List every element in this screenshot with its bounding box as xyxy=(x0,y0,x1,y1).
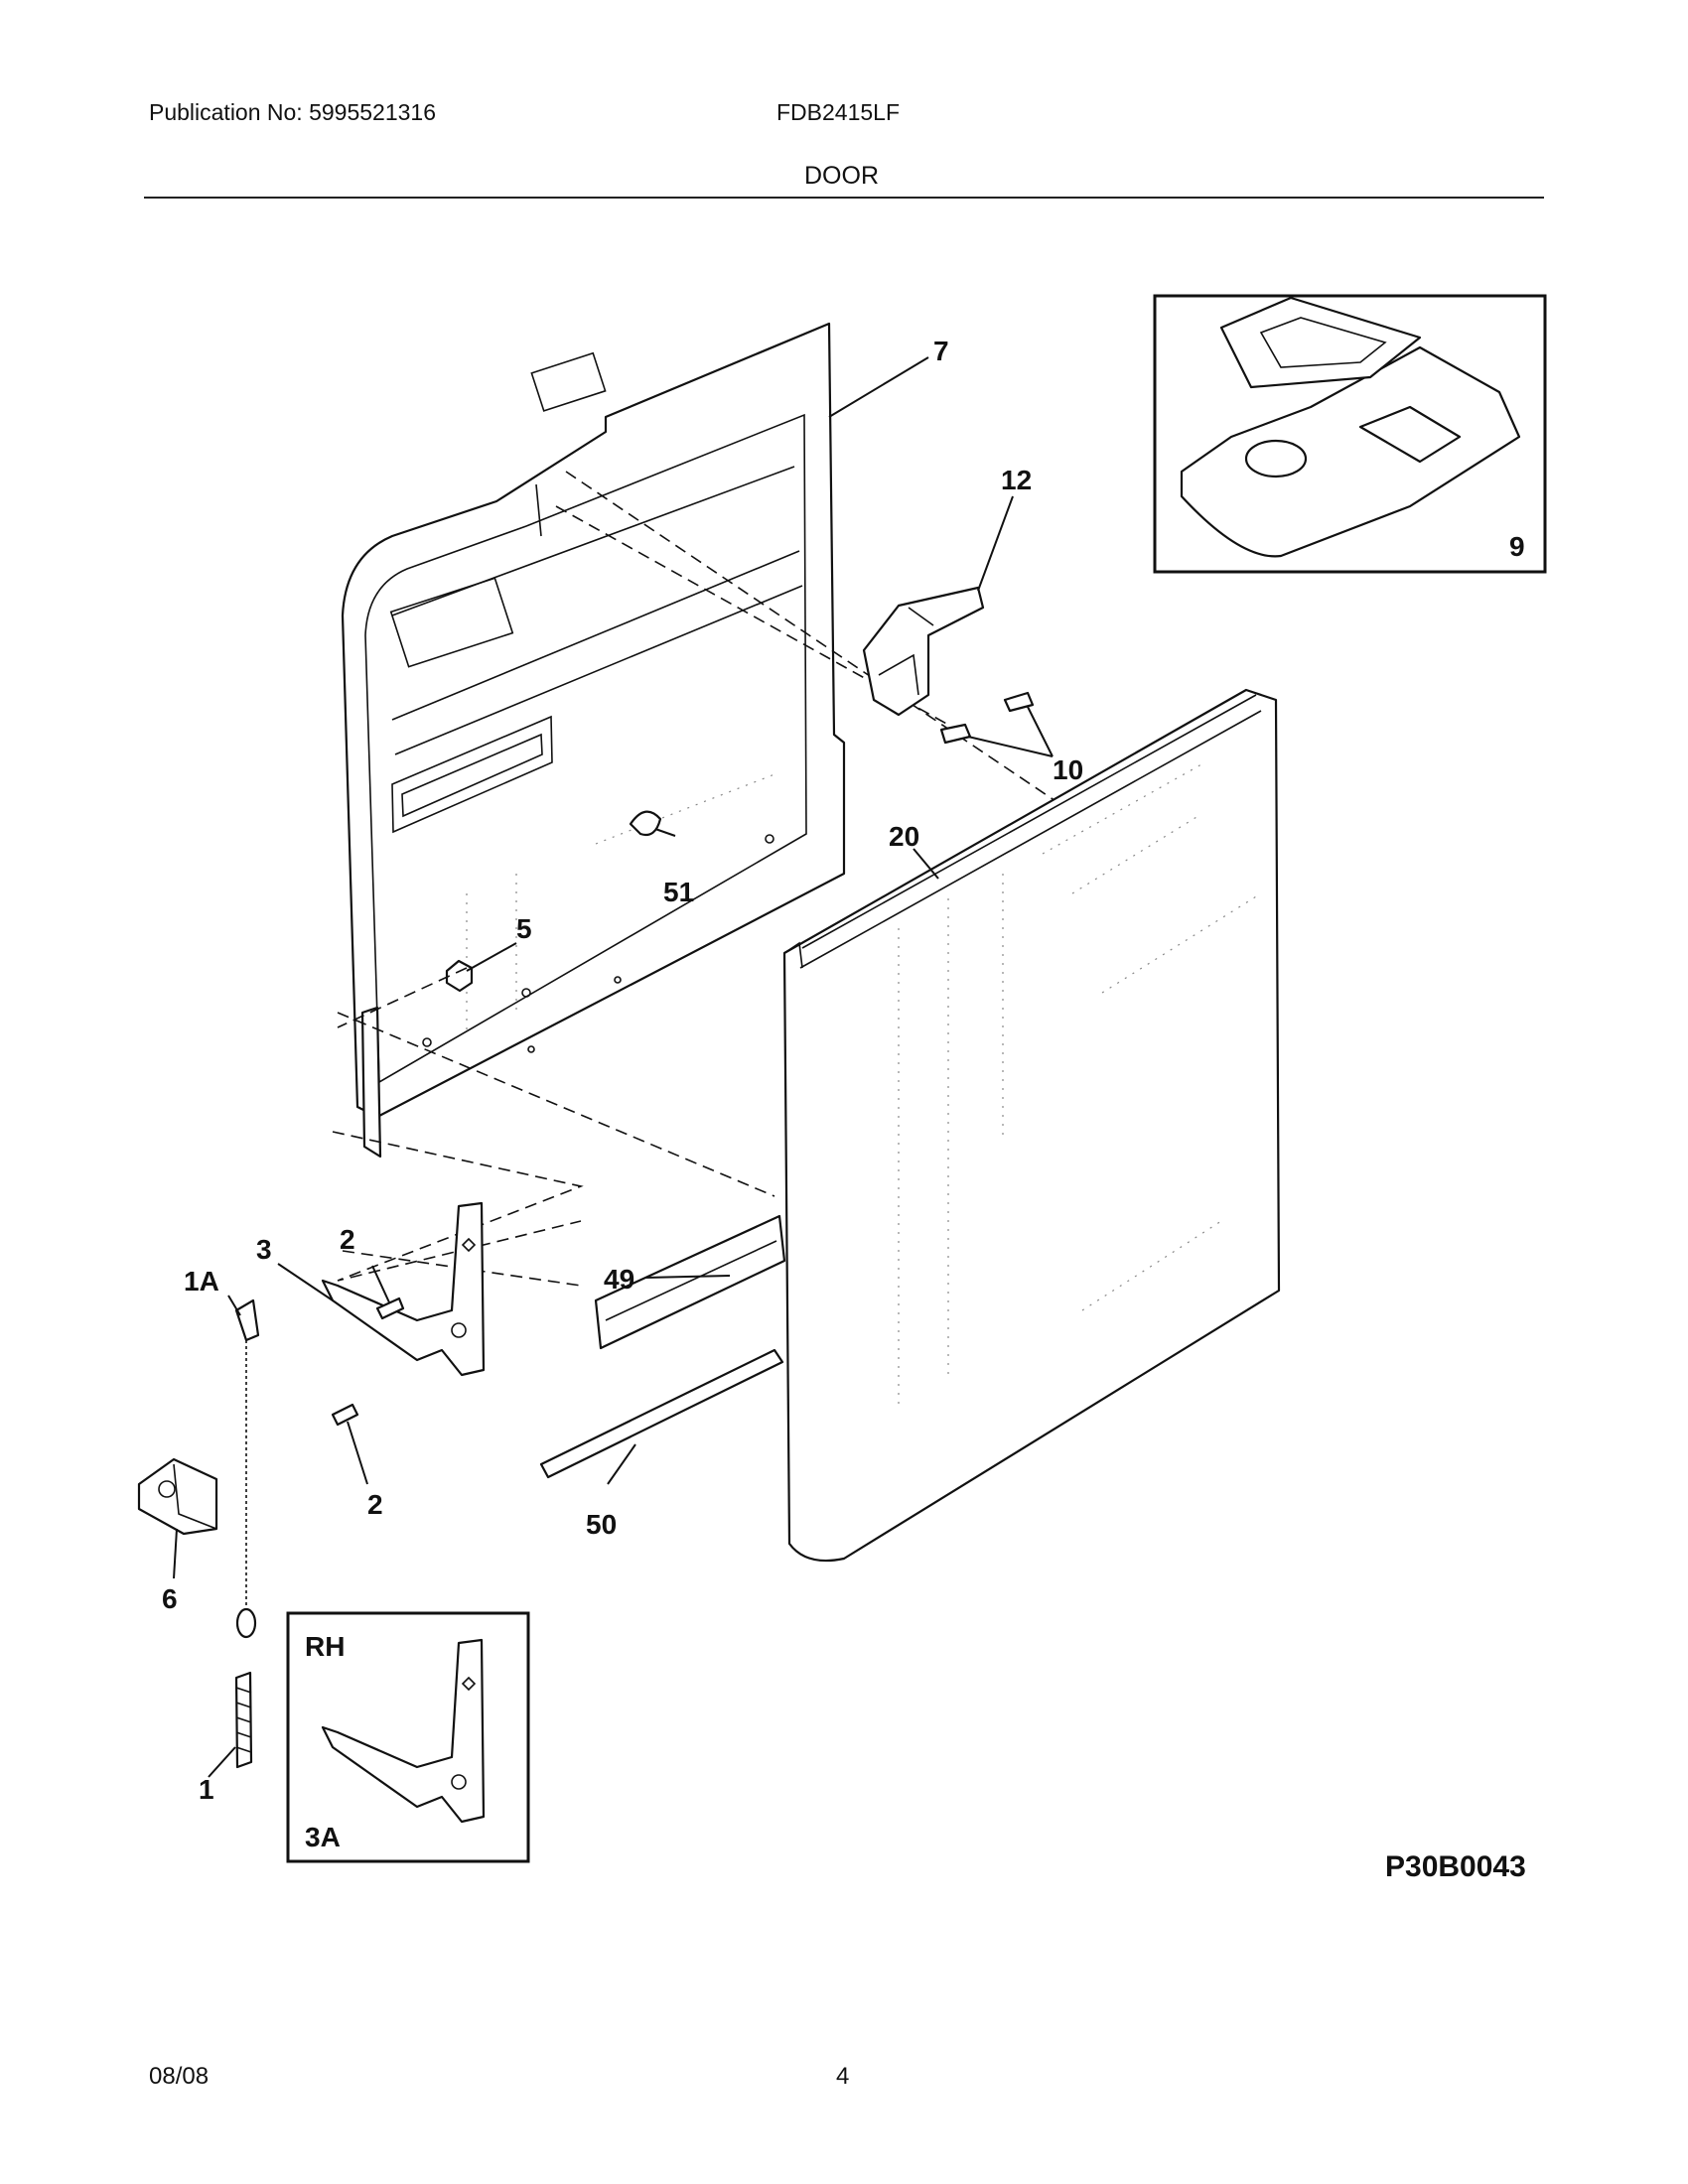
footer-date: 08/08 xyxy=(149,2063,210,2090)
hinge-arm-left xyxy=(321,1201,486,1377)
callout-1: 1 xyxy=(199,1774,214,1805)
diagram-code: P30B0043 xyxy=(1385,1850,1526,1883)
callout-3: 3 xyxy=(256,1234,272,1265)
latch-screw-upper xyxy=(1003,691,1035,713)
door-seal-strip xyxy=(539,1348,784,1479)
callout-51: 51 xyxy=(663,877,694,907)
header-rule xyxy=(144,197,1544,199)
door-spring xyxy=(234,1671,253,1769)
model-number: FDB2415LF xyxy=(776,99,901,125)
rh-inset-part-number: 3A xyxy=(305,1822,341,1852)
callout-20: 20 xyxy=(889,821,919,852)
ring-part xyxy=(629,810,662,837)
callout-49: 49 xyxy=(604,1264,634,1295)
hinge-screw-upper xyxy=(375,1297,405,1320)
callout-2-bottom: 2 xyxy=(367,1489,383,1520)
detergent-dispenser xyxy=(1180,296,1521,558)
callout-5: 5 xyxy=(516,913,532,944)
publication-number: Publication No: 5995521316 xyxy=(149,99,437,125)
dispenser-inset-frame xyxy=(1153,294,1547,574)
cable-pulley xyxy=(137,1457,218,1536)
section-title: DOOR xyxy=(804,162,879,190)
callout-10: 10 xyxy=(1053,754,1083,785)
callout-6: 6 xyxy=(162,1583,178,1614)
rh-inset-frame xyxy=(286,1611,530,1863)
callout-2-top: 2 xyxy=(340,1224,355,1255)
hinge-screw-lower xyxy=(331,1403,359,1427)
callout-9: 9 xyxy=(1509,531,1525,562)
door-trim-strip xyxy=(594,1214,786,1350)
inner-door-liner xyxy=(341,322,846,1159)
rh-inset-label: RH xyxy=(305,1631,345,1662)
door-link-rod xyxy=(234,1298,260,1639)
page-number: 4 xyxy=(836,2063,850,2090)
callout-7: 7 xyxy=(933,336,949,366)
callout-1a: 1A xyxy=(184,1266,219,1297)
hinge-arm-right xyxy=(321,1638,486,1824)
callout-12: 12 xyxy=(1001,465,1032,495)
door-latch xyxy=(862,586,985,717)
callout-50: 50 xyxy=(586,1509,617,1540)
outer-door-panel xyxy=(782,688,1281,1563)
